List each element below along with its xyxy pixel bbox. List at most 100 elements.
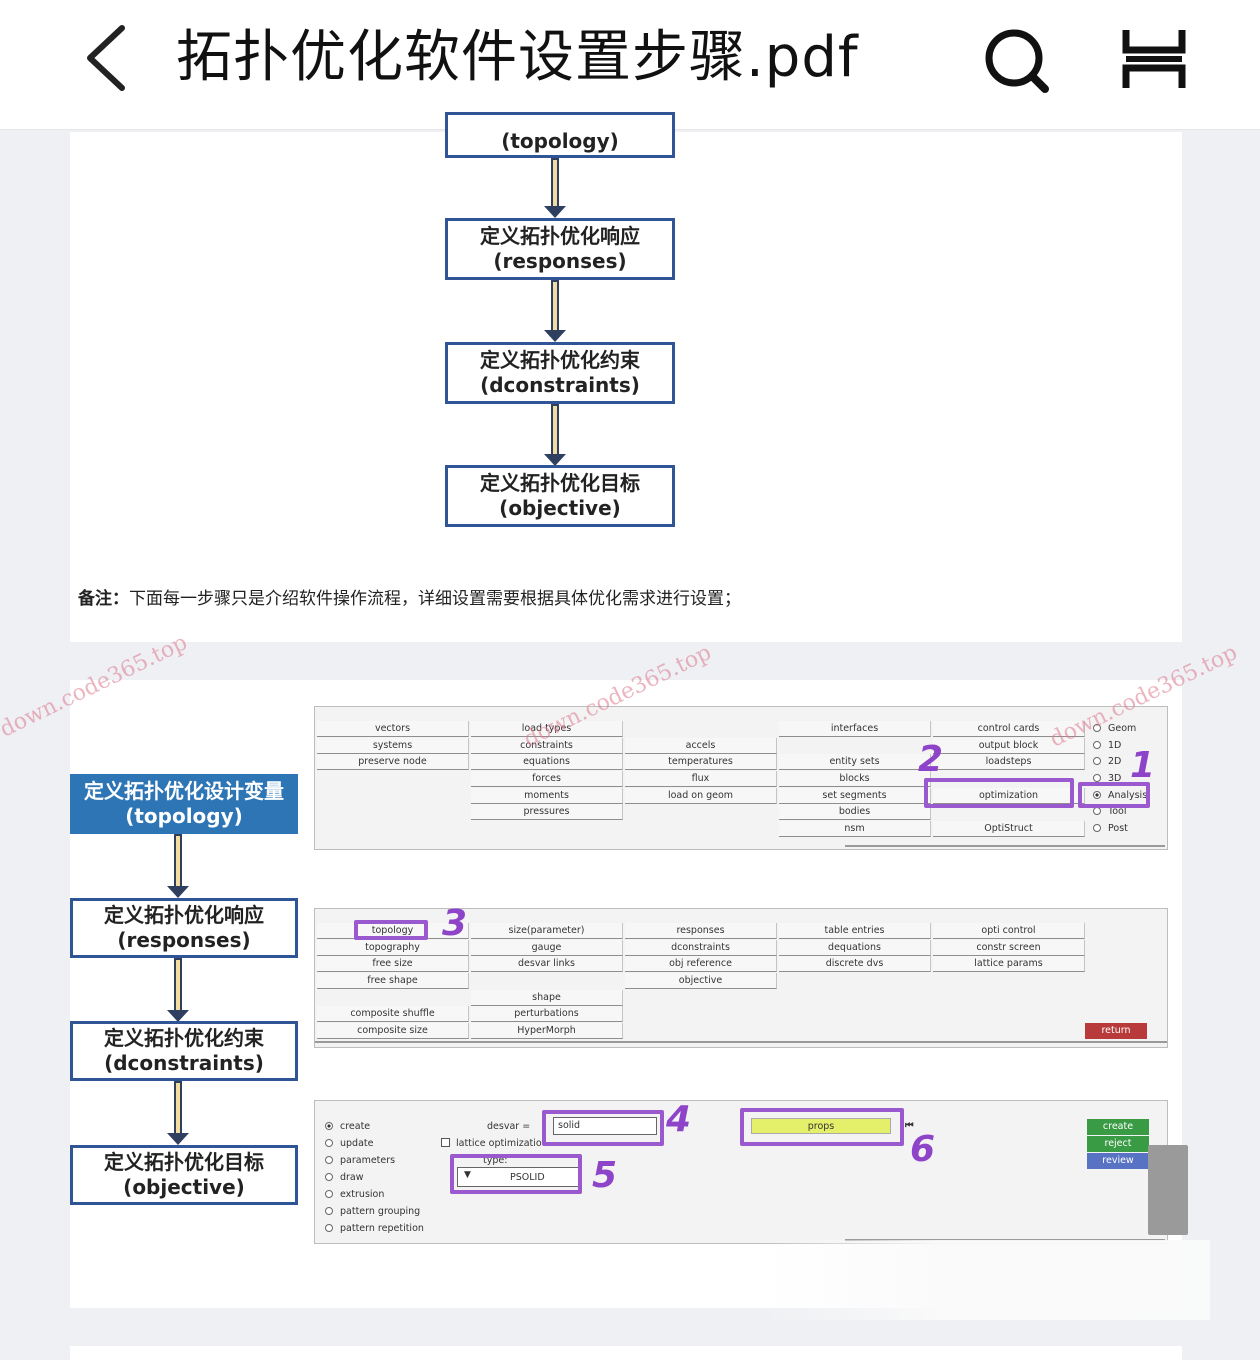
- menu-optimization[interactable]: optimization: [933, 788, 1085, 804]
- menu-forces[interactable]: forces: [471, 771, 623, 787]
- menu-shape[interactable]: shape: [471, 990, 623, 1006]
- menu-temperatures[interactable]: temperatures: [625, 754, 777, 770]
- flow-box-zh: 定义拓扑优化目标: [104, 1150, 264, 1174]
- flow-box-en: (topology): [125, 804, 243, 828]
- step-number-2: 2: [918, 739, 944, 780]
- menu-control-cards[interactable]: control cards: [933, 721, 1085, 737]
- menu-bodies[interactable]: bodies: [779, 804, 931, 820]
- radio-label: Tool: [1108, 806, 1127, 817]
- menu-dconstraints[interactable]: dconstraints: [625, 940, 777, 956]
- radio-geom[interactable]: Geom: [1093, 721, 1136, 736]
- annotation-box-type: [450, 1154, 582, 1194]
- menu-optistruct[interactable]: OptiStruct: [933, 821, 1085, 837]
- search-button[interactable]: [982, 26, 1052, 96]
- menu-composite-shuffle[interactable]: composite shuffle: [317, 1006, 469, 1022]
- radio-label: draw: [340, 1172, 364, 1183]
- menu-set-segments[interactable]: set segments: [779, 788, 931, 804]
- chevron-left-icon: [87, 25, 125, 91]
- menu-responses[interactable]: responses: [625, 923, 777, 939]
- flow-arrow: [544, 158, 566, 218]
- flow-arrow: [167, 834, 189, 898]
- menu-entity-sets[interactable]: entity sets: [779, 754, 931, 770]
- radio-3d[interactable]: 3D: [1093, 771, 1121, 786]
- menu-button[interactable]: [1118, 26, 1190, 92]
- scroll-thumb[interactable]: [1148, 1145, 1188, 1235]
- radio-pattern-grouping[interactable]: pattern grouping: [325, 1204, 420, 1219]
- flow-box-zh: 定义拓扑优化响应: [104, 903, 264, 927]
- menu-loadsteps[interactable]: loadsteps: [933, 754, 1085, 770]
- menu-preserve-node[interactable]: preserve node: [317, 754, 469, 770]
- menu-topography[interactable]: topography: [317, 940, 469, 956]
- radio-create[interactable]: create: [325, 1119, 370, 1134]
- create-button[interactable]: create: [1087, 1119, 1149, 1135]
- radio-label: Geom: [1108, 723, 1137, 734]
- annotation-box-analysis: [1078, 782, 1150, 808]
- flow-box-en: (responses): [493, 249, 627, 273]
- lattice-label: lattice optimizatio: [456, 1138, 542, 1149]
- menu-desvar-links[interactable]: desvar links: [471, 956, 623, 972]
- optimization-panel: topology topography free size free shape…: [314, 908, 1168, 1048]
- radio-update[interactable]: update: [325, 1136, 373, 1151]
- menu-flux[interactable]: flux: [625, 771, 777, 787]
- radio-analysis[interactable]: Analysis: [1093, 788, 1147, 803]
- annotation-box-optimization: [924, 778, 1074, 808]
- menu-free-shape[interactable]: free shape: [317, 973, 469, 989]
- annotation-box-topology: [354, 920, 428, 940]
- menu-systems[interactable]: systems: [317, 738, 469, 754]
- return-button[interactable]: return: [1085, 1023, 1147, 1039]
- menu-size-parameter[interactable]: size(parameter): [471, 923, 623, 939]
- menu-obj-reference[interactable]: obj reference: [625, 956, 777, 972]
- type-dropdown[interactable]: ▼ PSOLID: [457, 1167, 581, 1187]
- menu-constr-screen[interactable]: constr screen: [933, 940, 1085, 956]
- menu-opti-control[interactable]: opti control: [933, 923, 1085, 939]
- flow-box-en: (topology): [501, 129, 619, 153]
- menu-discrete-dvs[interactable]: discrete dvs: [779, 956, 931, 972]
- props-field[interactable]: props: [751, 1118, 891, 1134]
- radio-parameters[interactable]: parameters: [325, 1153, 395, 1168]
- menu-nsm[interactable]: nsm: [779, 821, 931, 837]
- menu-dequations[interactable]: dequations: [779, 940, 931, 956]
- search-icon: [985, 29, 1049, 93]
- menu-moments[interactable]: moments: [471, 788, 623, 804]
- lattice-checkbox[interactable]: lattice optimizatio: [441, 1136, 542, 1151]
- radio-extrusion[interactable]: extrusion: [325, 1187, 384, 1202]
- menu-accels[interactable]: accels: [625, 738, 777, 754]
- flow-box-en: (dconstraints): [104, 1051, 264, 1075]
- radio-1d[interactable]: 1D: [1093, 738, 1121, 753]
- radio-post[interactable]: Post: [1093, 821, 1128, 836]
- menu-pressures[interactable]: pressures: [471, 804, 623, 820]
- menu-load-types[interactable]: load types: [471, 721, 623, 737]
- radio-draw[interactable]: draw: [325, 1170, 364, 1185]
- menu-load-on-geom[interactable]: load on geom: [625, 788, 777, 804]
- menu-equations[interactable]: equations: [471, 754, 623, 770]
- menu-constraints[interactable]: constraints: [471, 738, 623, 754]
- app-header: 拓扑优化软件设置步骤.pdf: [0, 0, 1260, 130]
- menu-perturbations[interactable]: perturbations: [471, 1006, 623, 1022]
- menu-table-entries[interactable]: table entries: [779, 923, 931, 939]
- pdf-page-3: [70, 1346, 1182, 1360]
- chevron-down-icon: ▼: [464, 1170, 471, 1180]
- props-reset-icon[interactable]: ⏮: [905, 1120, 914, 1131]
- back-button[interactable]: [78, 22, 138, 94]
- overlay-fade: [760, 1240, 1210, 1320]
- analysis-panel: vectors systems preserve node load types…: [314, 706, 1168, 850]
- menu-lattice-params[interactable]: lattice params: [933, 956, 1085, 972]
- menu-output-block[interactable]: output block: [933, 738, 1085, 754]
- radio-pattern-repetition[interactable]: pattern repetition: [325, 1221, 424, 1236]
- document-title: 拓扑优化软件设置步骤.pdf: [176, 25, 859, 90]
- desvar-input[interactable]: solid: [553, 1117, 657, 1135]
- pdf-page-1: (topology) 定义拓扑优化响应 (responses) 定义拓扑优化约束…: [70, 112, 1182, 642]
- menu-hypermorph[interactable]: HyperMorph: [471, 1023, 623, 1039]
- radio-label: pattern repetition: [340, 1223, 424, 1234]
- menu-vectors[interactable]: vectors: [317, 721, 469, 737]
- menu-free-size[interactable]: free size: [317, 956, 469, 972]
- radio-label: create: [340, 1121, 371, 1132]
- menu-interfaces[interactable]: interfaces: [779, 721, 931, 737]
- menu-blocks[interactable]: blocks: [779, 771, 931, 787]
- reject-button[interactable]: reject: [1087, 1136, 1149, 1152]
- menu-objective[interactable]: objective: [625, 973, 777, 989]
- review-button[interactable]: review: [1087, 1153, 1149, 1169]
- menu-gauge[interactable]: gauge: [471, 940, 623, 956]
- radio-2d[interactable]: 2D: [1093, 754, 1121, 769]
- menu-composite-size[interactable]: composite size: [317, 1023, 469, 1039]
